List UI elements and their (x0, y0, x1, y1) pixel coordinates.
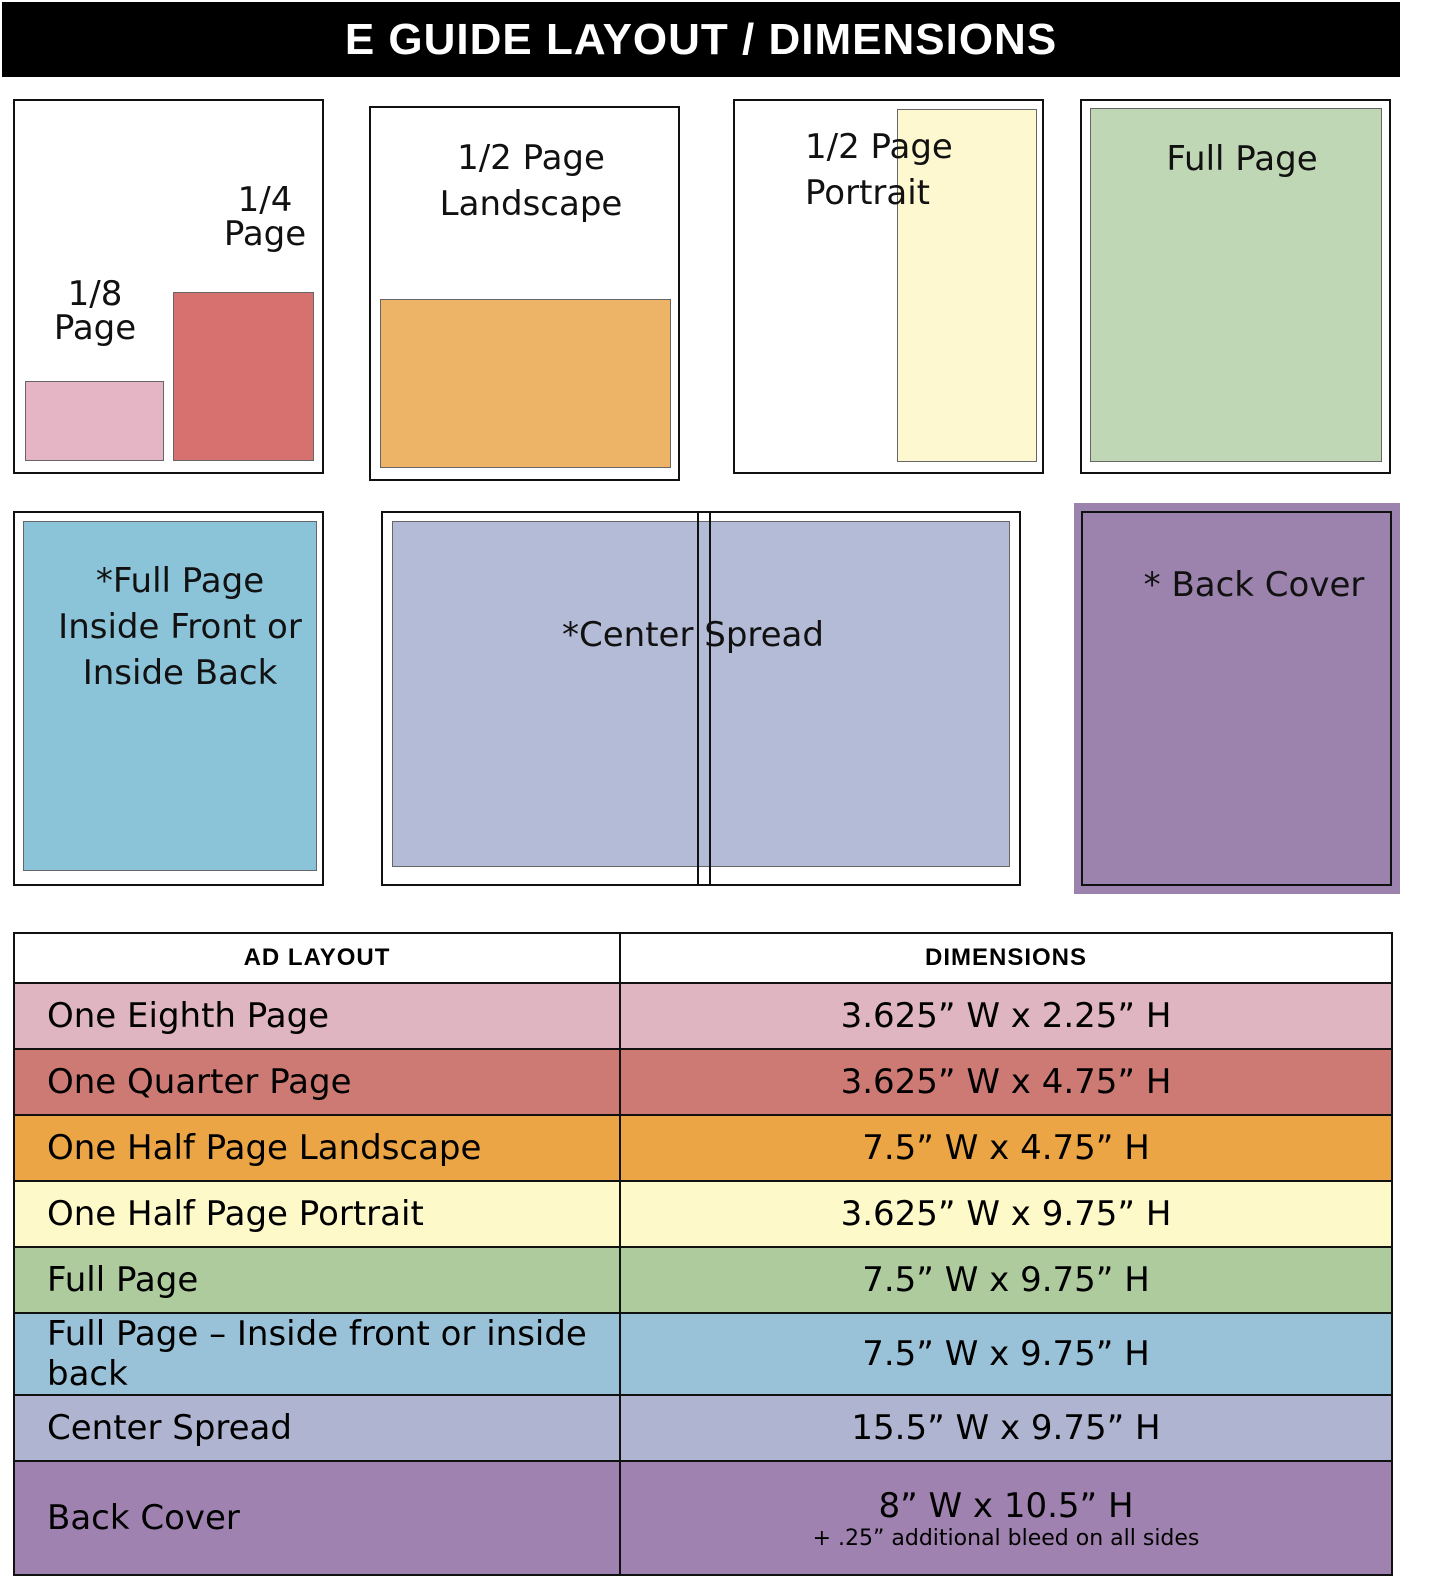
spread-gutter (697, 513, 711, 884)
dimensions-value: 15.5” W x 9.75” H (851, 1408, 1161, 1448)
eighth-page-block (25, 381, 164, 461)
table-row: One Half Page Portrait 3.625” W x 9.75” H (13, 1180, 1393, 1248)
header-dimensions: DIMENSIONS (619, 932, 1393, 984)
table-row: One Eighth Page 3.625” W x 2.25” H (13, 982, 1393, 1050)
layout-cell: Full Page – Inside front or inside back (13, 1312, 621, 1396)
inside-cover-label: *Full Page Inside Front or Inside Back (58, 561, 302, 693)
table-row: One Quarter Page 3.625” W x 4.75” H (13, 1048, 1393, 1116)
dimensions-value: 7.5” W x 9.75” H (862, 1334, 1150, 1374)
layout-cell: One Half Page Portrait (13, 1180, 621, 1248)
dimensions-cell: 7.5” W x 9.75” H (619, 1246, 1393, 1314)
eighth-page-label: 1/8 Page (53, 274, 137, 348)
dimensions-value: 7.5” W x 9.75” H (862, 1260, 1150, 1300)
dimensions-cell: 8” W x 10.5” H+ .25” additional bleed on… (619, 1460, 1393, 1576)
eighth-quarter-diagram: 1/8 Page 1/4 Page (13, 99, 324, 474)
dimensions-value: 3.625” W x 9.75” H (840, 1194, 1172, 1234)
back-cover-label: * Back Cover (1143, 565, 1365, 605)
full-page-label: Full Page (1166, 139, 1318, 179)
dimensions-cell: 3.625” W x 2.25” H (619, 982, 1393, 1050)
inside-cover-diagram: *Full Page Inside Front or Inside Back (13, 511, 324, 886)
back-cover-diagram: * Back Cover (1074, 503, 1400, 894)
center-spread-block (392, 521, 1010, 867)
half-landscape-block (380, 299, 671, 468)
table-row: Full Page – Inside front or inside back 7… (13, 1312, 1393, 1396)
half-landscape-label: 1/2 Page Landscape (439, 138, 623, 224)
dimensions-value: 7.5” W x 4.75” H (862, 1128, 1150, 1168)
table-row: Full Page 7.5” W x 9.75” H (13, 1246, 1393, 1314)
half-portrait-label: 1/2 Page Portrait (805, 127, 953, 213)
layout-cell: One Quarter Page (13, 1048, 621, 1116)
layout-cell: One Eighth Page (13, 982, 621, 1050)
inside-cover-block (23, 521, 317, 871)
dimensions-cell: 7.5” W x 9.75” H (619, 1312, 1393, 1396)
layout-cell: Center Spread (13, 1394, 621, 1462)
dimensions-cell: 3.625” W x 9.75” H (619, 1180, 1393, 1248)
center-spread-diagram: *Center Spread (381, 511, 1021, 886)
center-spread-label: *Center Spread (562, 615, 824, 655)
dimensions-cell: 15.5” W x 9.75” H (619, 1394, 1393, 1462)
bleed-note: + .25” additional bleed on all sides (812, 1525, 1200, 1551)
dimensions-cell: 3.625” W x 4.75” H (619, 1048, 1393, 1116)
layout-cell: One Half Page Landscape (13, 1114, 621, 1182)
dimensions-value: 8” W x 10.5” H (878, 1485, 1134, 1526)
half-landscape-diagram: 1/2 Page Landscape (369, 106, 680, 481)
table-row: Center Spread 15.5” W x 9.75” H (13, 1394, 1393, 1462)
layout-cell: Full Page (13, 1246, 621, 1314)
back-cover-trim (1081, 511, 1392, 886)
dimensions-value: 3.625” W x 2.25” H (840, 996, 1172, 1036)
half-portrait-diagram: 1/2 Page Portrait (733, 99, 1044, 474)
table-row: One Half Page Landscape 7.5” W x 4.75” H (13, 1114, 1393, 1182)
page-title: E GUIDE LAYOUT / DIMENSIONS (2, 2, 1400, 77)
full-page-block (1090, 108, 1382, 462)
dimensions-value: 3.625” W x 4.75” H (840, 1062, 1172, 1102)
half-portrait-block (897, 109, 1037, 462)
full-page-diagram: Full Page (1080, 99, 1391, 474)
header-ad-layout: AD LAYOUT (13, 932, 621, 984)
quarter-page-block (173, 292, 314, 461)
quarter-page-label: 1/4 Page (223, 180, 307, 254)
dimensions-table: AD LAYOUT DIMENSIONS One Eighth Page 3.62… (13, 932, 1393, 1576)
layout-cell: Back Cover (13, 1460, 621, 1576)
dimensions-cell: 7.5” W x 4.75” H (619, 1114, 1393, 1182)
